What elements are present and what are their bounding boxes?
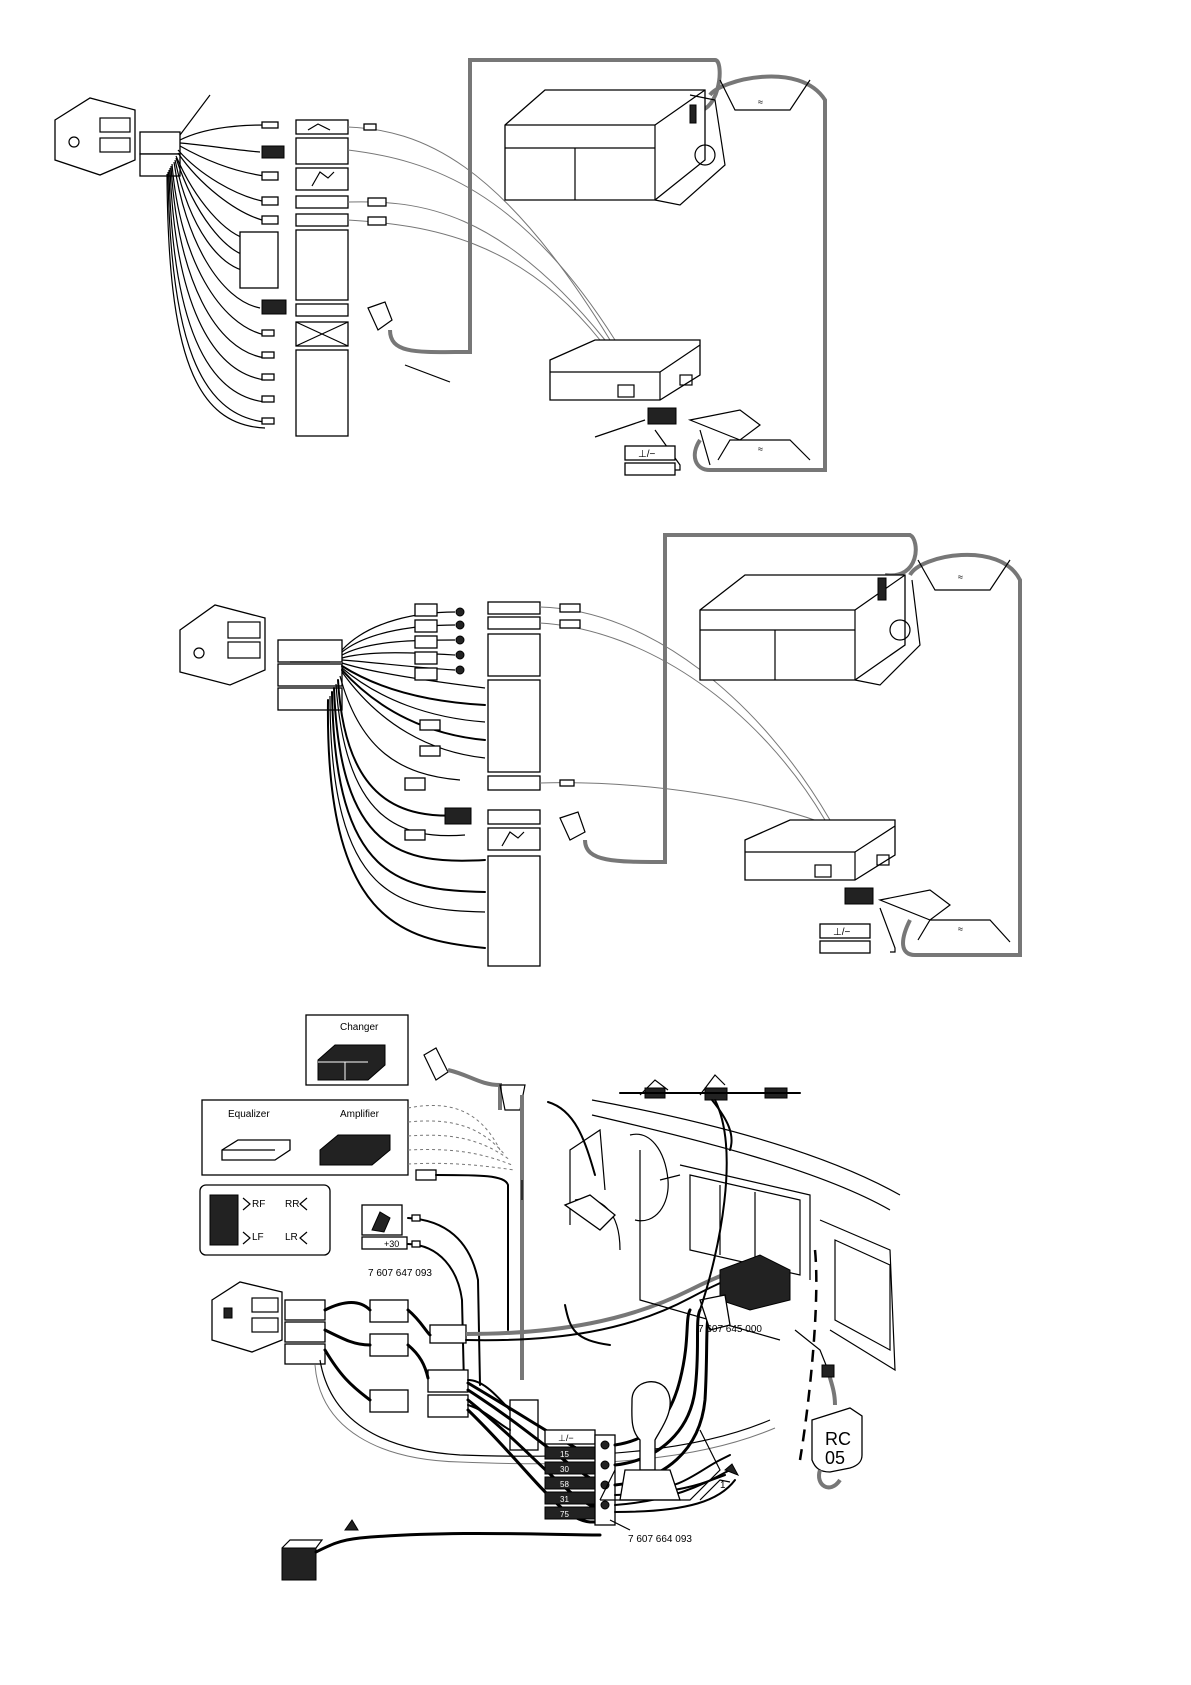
diagram-1: ⊥/− ≈ ≈ — [55, 60, 825, 475]
remote-label-line1: RC — [825, 1429, 851, 1449]
pin31-label: 31 — [560, 1495, 569, 1504]
num1-label: 1 — [720, 1480, 726, 1491]
ground-label-3: ⊥/− — [558, 1433, 574, 1443]
approx-label-1: ≈ — [758, 97, 763, 107]
pin30-label: 30 — [560, 1465, 569, 1474]
speaker-rr-label: RR — [285, 1199, 299, 1210]
remote-control: RC 05 — [812, 1365, 862, 1487]
approx-label-3: ≈ — [958, 572, 963, 582]
ground-label-2: ⊥/− — [833, 927, 850, 938]
dashboard: 7 607 645 000 — [565, 1100, 900, 1460]
pin58-label: 58 — [560, 1480, 569, 1489]
changer-panel: Changer — [306, 1015, 408, 1085]
part-number-2: 7 607 645 000 — [698, 1324, 762, 1335]
approx-label-4: ≈ — [958, 924, 963, 934]
pin75-label: 75 — [560, 1510, 569, 1519]
pin15-label: 15 — [560, 1450, 569, 1459]
iso-socket-2 — [180, 605, 265, 685]
changer-interface-cable-1 — [695, 77, 825, 470]
plugs-1 — [240, 122, 286, 424]
diagram-2: ⊥/− ≈ ≈ — [180, 535, 1020, 966]
remote-label-line2: 05 — [825, 1448, 845, 1468]
label-boxes-1 — [296, 120, 348, 436]
speaker-rf-label: RF — [252, 1199, 265, 1210]
equalizer-label: Equalizer — [228, 1109, 270, 1120]
battery-plug — [282, 1520, 600, 1580]
speaker-lf-label: LF — [252, 1232, 264, 1243]
changer-interface-cable-2 — [903, 555, 1020, 955]
speaker-panel: RF RR LF LR — [200, 1185, 330, 1255]
diagram-3: Changer Equalizer Amplifier RF RR LF LR — [200, 1015, 900, 1580]
connector-block-1 — [140, 95, 210, 176]
ground-box-1b — [625, 463, 675, 475]
ground-label-1: ⊥/− — [638, 449, 655, 460]
equalizer-amplifier-panel: Equalizer Amplifier — [202, 1100, 408, 1175]
approx-label-2: ≈ — [758, 444, 763, 454]
cd-changer-1 — [505, 90, 725, 205]
part-number-3: 7 607 664 093 — [628, 1534, 692, 1545]
changer-label: Changer — [340, 1022, 379, 1033]
iso-socket-1 — [55, 98, 135, 175]
ground-box-2b — [820, 941, 870, 953]
cd-changer-2 — [700, 575, 920, 685]
plus30-label: +30 — [384, 1239, 399, 1249]
part-number-1: 7 607 647 093 — [368, 1268, 432, 1279]
label-boxes-2 — [488, 602, 540, 966]
amplifier-label: Amplifier — [340, 1109, 380, 1120]
iso-socket-3 — [212, 1282, 282, 1352]
speaker-lr-label: LR — [285, 1232, 298, 1243]
